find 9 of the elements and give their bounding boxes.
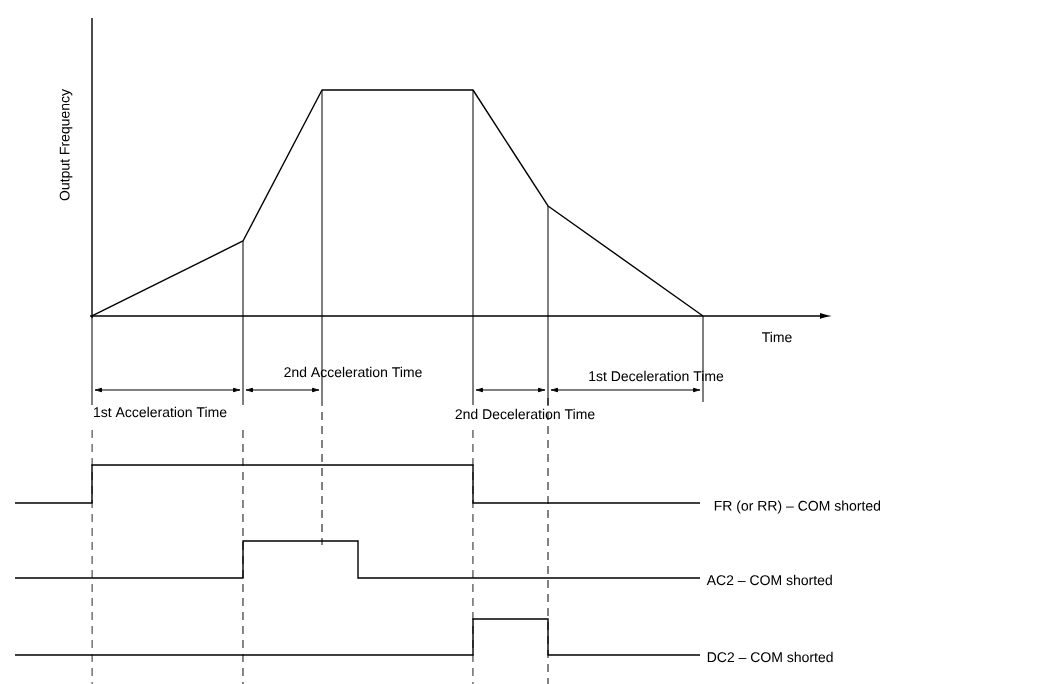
axis-label: Time (762, 331, 792, 343)
signal-label: FR (or RR) – COM shorted (714, 500, 881, 514)
interval-label: 2nd Acceleration Time (284, 366, 422, 378)
signal-label: DC2 – COM shorted (707, 651, 833, 663)
signal-label: AC2 – COM shorted (706, 574, 832, 586)
interval-label: 1st Acceleration Time (94, 406, 227, 418)
interval-label: 1st Deceleration Time (589, 370, 724, 382)
axis-label: Output Frequency (59, 89, 73, 201)
interval-label: 2nd Deceleration Time (455, 408, 595, 420)
